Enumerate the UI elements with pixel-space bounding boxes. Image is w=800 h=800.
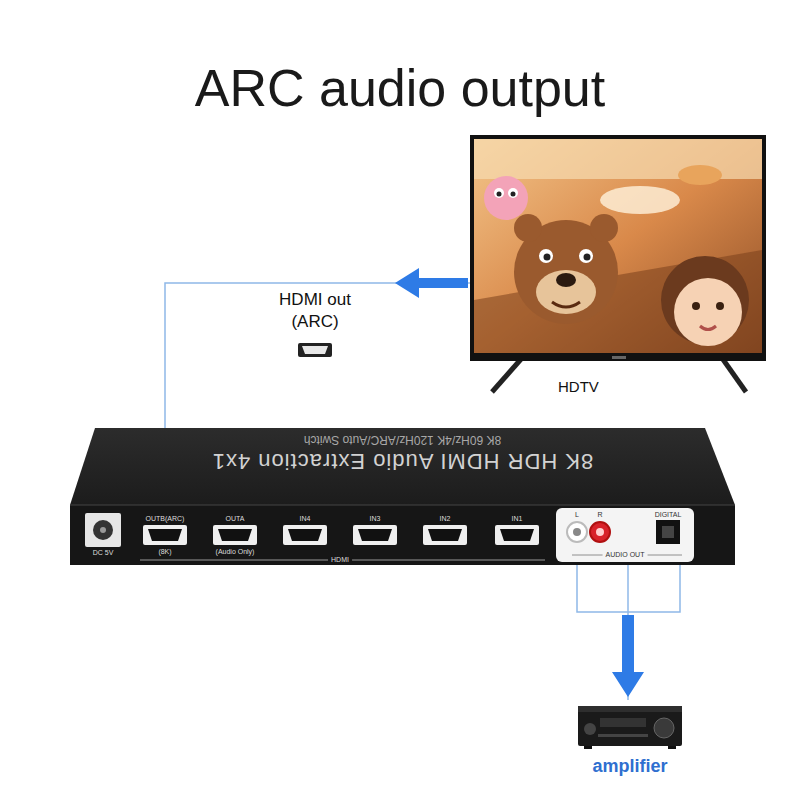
port-callout: HDMI out (ARC) (265, 289, 365, 333)
tv-node: HDTV (470, 135, 768, 400)
label-panel: 8K HDR HDMI Audio Extraction 4x18K 60Hz/… (70, 432, 735, 475)
hdmi-icon (298, 343, 332, 357)
node-subtext: 8K 60Hz/4K 120Hz/ARC/Auto Switch (70, 432, 735, 448)
connector (612, 565, 644, 700)
port-label: L (575, 511, 579, 518)
diagram-title: ARC audio output (0, 57, 800, 119)
node-heading: HDTV (558, 378, 599, 395)
port-label: IN1 (512, 515, 523, 522)
extractor-drawing (70, 428, 735, 612)
port-label: DIGITAL (655, 511, 682, 518)
extractor-box: 8K HDR HDMI Audio Extraction 4x18K 60Hz/… (70, 428, 735, 565)
arrow-head (612, 615, 644, 697)
port-label: OUTA (226, 515, 245, 522)
port-label: (Audio Only) (216, 548, 255, 555)
amplifier-drawing (578, 706, 682, 749)
tv-drawing (470, 135, 766, 392)
port-label: HDMI (328, 556, 352, 563)
amplifier-node: amplifier (572, 700, 688, 782)
node-heading: amplifier (572, 756, 688, 777)
port-label: (8K) (158, 548, 171, 555)
port-label: IN3 (370, 515, 381, 522)
port-label: R (597, 511, 602, 518)
port-label: DC 5V (93, 549, 114, 556)
port-label: OUTB(ARC) (146, 515, 185, 522)
port-label: AUDIO OUT (603, 551, 648, 558)
connector-line (165, 283, 470, 428)
connector (165, 268, 470, 428)
arrow-head (395, 268, 468, 298)
port-label: IN4 (300, 515, 311, 522)
port-label: IN2 (440, 515, 451, 522)
node-heading: 8K HDR HDMI Audio Extraction 4x1 (70, 448, 735, 476)
